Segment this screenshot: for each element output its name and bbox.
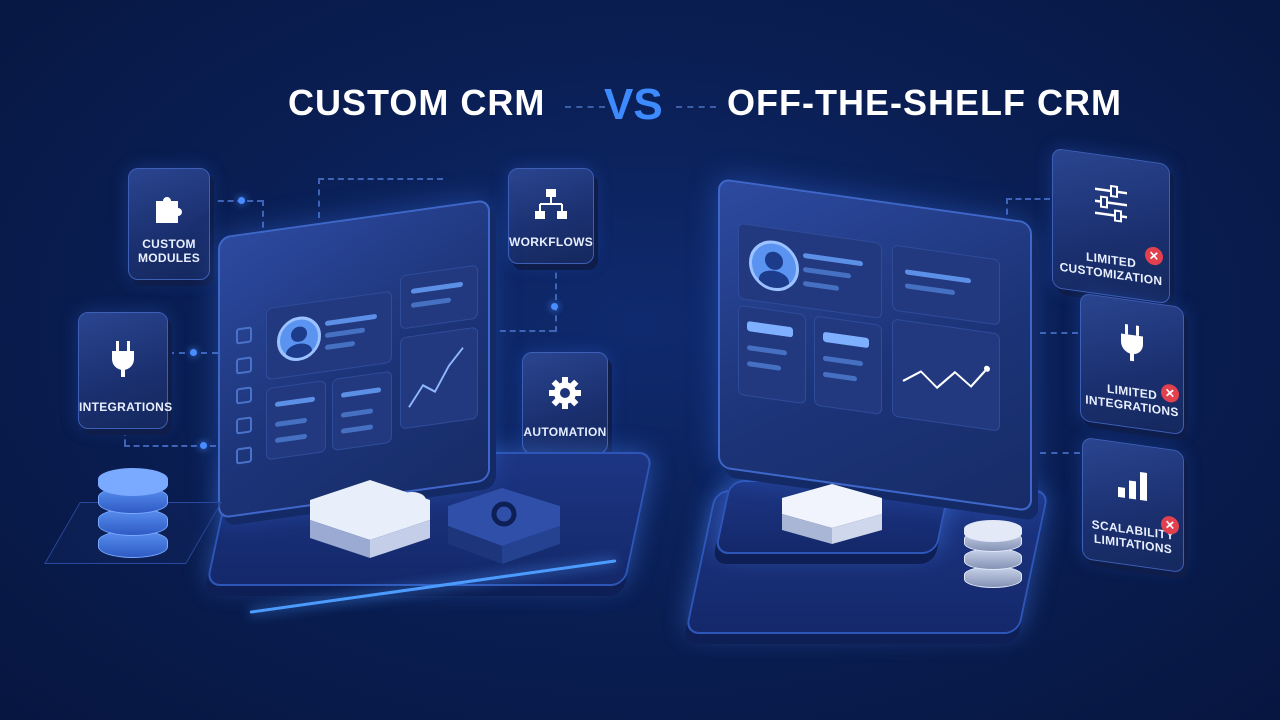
feature-label: WORKFLOWS — [509, 235, 594, 249]
sidebar-icon — [236, 446, 252, 465]
avatar — [749, 237, 799, 295]
feature-label: INTEGRATIONS — [79, 400, 173, 414]
connector-line — [1040, 332, 1078, 334]
title-right: OFF-THE-SHELF CRM — [727, 82, 1122, 123]
connector-dot — [238, 197, 245, 204]
summary-panel — [400, 264, 478, 330]
line-chart-panel — [892, 318, 1000, 432]
profile-panel — [738, 222, 882, 319]
line-chart-icon — [902, 365, 990, 390]
list-panel — [332, 370, 392, 452]
sidebar-icon — [236, 356, 252, 375]
line-chart-panel — [400, 326, 478, 430]
connector-line — [124, 445, 216, 447]
plug-icon — [108, 339, 138, 382]
connector-dot — [190, 349, 197, 356]
connector-dot — [551, 303, 558, 310]
list-panel — [814, 315, 882, 415]
puzzle-icon — [152, 191, 186, 228]
comparison-title: CUSTOM CRM VS OFF-THE-SHELF CRM — [0, 80, 1280, 132]
connector-line — [124, 430, 126, 445]
feature-card-scalability-limitations: SCALABILITY LIMITATIONS ✕ — [1082, 436, 1184, 574]
feature-card-automation: AUTOMATION — [522, 352, 608, 454]
connector-line — [490, 330, 555, 332]
list-panel — [738, 304, 806, 405]
feature-card-custom-modules: CUSTOM MODULES — [128, 168, 210, 280]
workflow-icon — [533, 187, 569, 224]
feature-label: CUSTOM MODULES — [137, 237, 201, 265]
title-divider-right — [676, 106, 716, 108]
connector-line — [1040, 452, 1080, 454]
connector-line — [555, 262, 557, 332]
bar-chart-icon — [1116, 467, 1150, 507]
connector-line — [318, 178, 320, 218]
avatar — [277, 313, 321, 364]
title-vs: VS — [604, 80, 663, 129]
list-panel — [266, 379, 326, 461]
summary-panel — [892, 244, 1000, 326]
profile-panel — [266, 290, 392, 381]
line-chart-icon — [408, 347, 464, 408]
gear-icon — [547, 375, 583, 414]
sliders-icon — [1091, 180, 1131, 229]
sidebar-icon — [236, 416, 252, 435]
title-divider-left — [565, 106, 605, 108]
feature-card-integrations: INTEGRATIONS — [78, 312, 173, 429]
title-left: CUSTOM CRM — [288, 82, 546, 123]
packaged-software-box — [776, 480, 888, 555]
plug-icon — [1117, 321, 1147, 368]
connector-line — [318, 178, 443, 180]
custom-crm-dashboard-screen — [218, 198, 490, 520]
feature-label: AUTOMATION — [523, 425, 607, 439]
puzzle-piece-blue — [440, 478, 570, 573]
feature-card-limited-customization: LIMITED CUSTOMIZATION ✕ — [1052, 147, 1170, 305]
sidebar-icon — [236, 386, 252, 405]
connector-dot — [200, 442, 207, 449]
feature-card-workflows: WORKFLOWS — [508, 168, 594, 264]
connector-line — [1006, 198, 1050, 200]
connector-line — [208, 200, 263, 202]
puzzle-piece-white — [300, 470, 440, 565]
feature-card-limited-integrations: LIMITED INTEGRATIONS ✕ — [1080, 292, 1184, 436]
sidebar-icon — [236, 326, 252, 345]
shelf-crm-dashboard-screen — [718, 177, 1032, 513]
